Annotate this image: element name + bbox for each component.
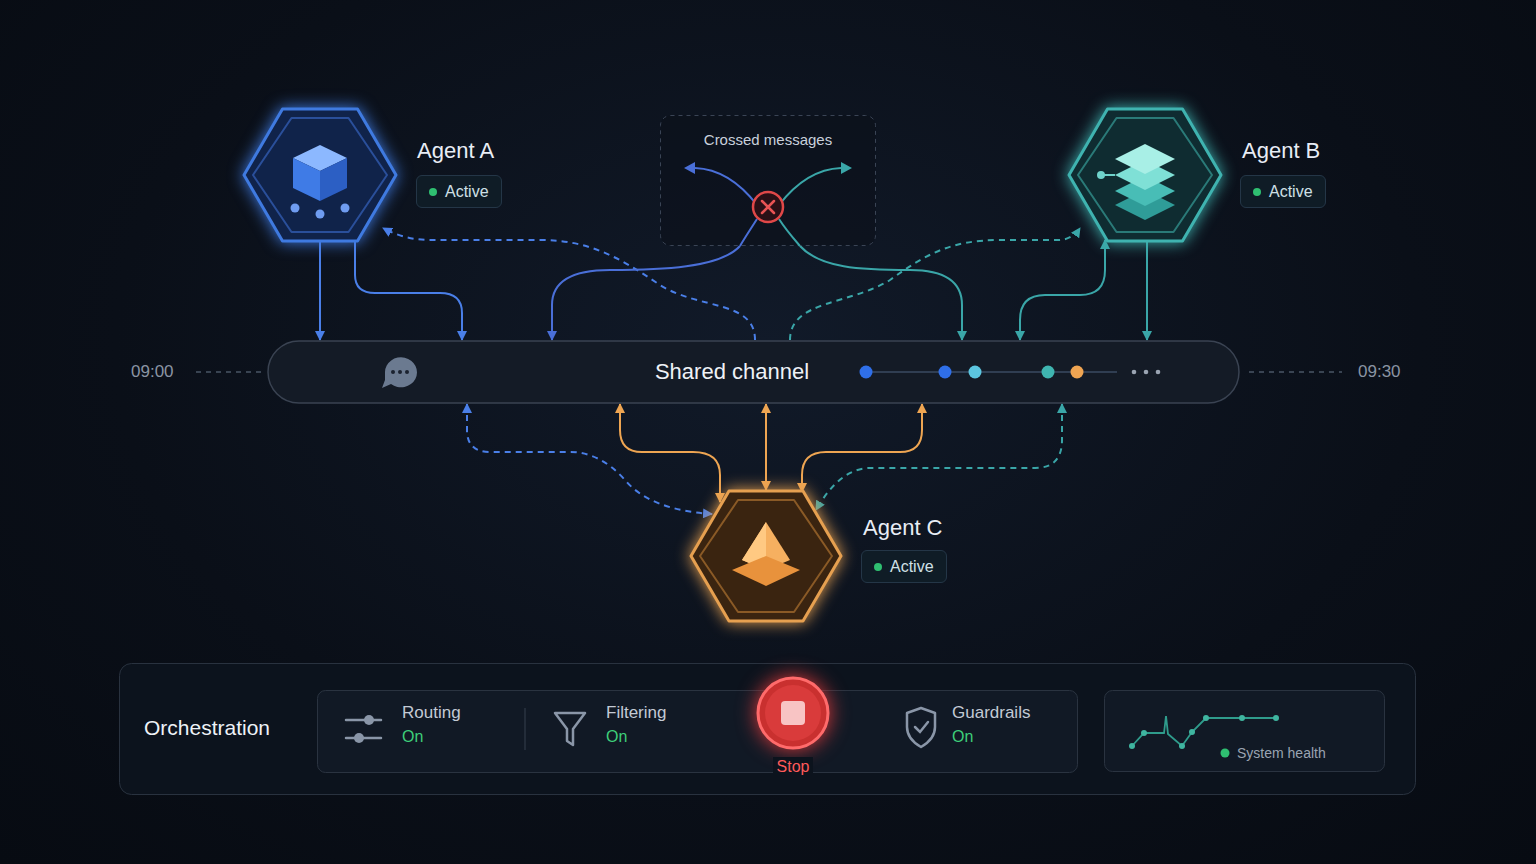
connector-arrow bbox=[1146, 242, 1148, 340]
timeline-dash bbox=[196, 371, 264, 373]
shared-channel-band: Shared channel bbox=[267, 340, 1240, 404]
status-text: Active bbox=[1240, 175, 1326, 208]
dashed-connector bbox=[467, 404, 712, 514]
agent-hexagon: Agent AActive bbox=[243, 108, 397, 242]
status-text: On bbox=[606, 727, 627, 746]
connector-arrow bbox=[355, 242, 462, 340]
connector-arrow bbox=[765, 404, 767, 490]
layers-icon bbox=[1097, 144, 1175, 220]
connector-arrow bbox=[800, 246, 962, 340]
status-text: On bbox=[952, 727, 973, 746]
node-label: Shared channel bbox=[655, 359, 809, 385]
filtering-control: FilteringOn bbox=[549, 703, 719, 753]
system-health-panel: System health bbox=[1104, 690, 1385, 772]
node-label: Stop bbox=[773, 757, 814, 776]
agent-hexagon: Agent BActive bbox=[1068, 108, 1222, 242]
stop-circle bbox=[756, 676, 830, 750]
node-label: Agent B bbox=[1242, 138, 1320, 164]
pyramid-icon bbox=[732, 522, 800, 586]
cube-icon bbox=[291, 145, 350, 219]
node-label: Crossed messages bbox=[704, 131, 832, 149]
status-text: On bbox=[402, 727, 423, 746]
connector-arrow bbox=[552, 246, 740, 340]
agent-hexagon: Agent CActive bbox=[690, 490, 842, 622]
guardrails-control: GuardrailsOn bbox=[904, 703, 1074, 753]
routing-control: RoutingOn bbox=[341, 703, 511, 753]
connector-arrow bbox=[802, 404, 922, 492]
node-label: Orchestration bbox=[144, 715, 270, 740]
node-label: Routing bbox=[402, 703, 461, 723]
connector-arrow bbox=[1020, 240, 1105, 340]
connector-arrow bbox=[319, 242, 321, 340]
hexagon-shape bbox=[243, 108, 397, 242]
node-label: Filtering bbox=[606, 703, 666, 723]
time-label: 09:30 bbox=[1358, 362, 1401, 382]
hexagon-shape bbox=[690, 490, 842, 622]
time-label: 09:00 bbox=[131, 362, 174, 382]
timeline-dash bbox=[1249, 371, 1342, 373]
node-label: Guardrails bbox=[952, 703, 1030, 723]
stop-button: Stop bbox=[756, 676, 830, 750]
status-text: Active bbox=[861, 550, 947, 583]
crossed-messages-box: Crossed messages bbox=[660, 115, 876, 246]
hexagon-shape bbox=[1068, 108, 1222, 242]
node-label: Agent C bbox=[863, 515, 943, 541]
status-text: Active bbox=[416, 175, 502, 208]
node-label: Agent A bbox=[417, 138, 494, 164]
node-label: System health bbox=[1237, 745, 1326, 762]
orchestration-panel: OrchestrationRoutingOnFilteringOnStopGua… bbox=[119, 663, 1416, 795]
connector-arrow bbox=[620, 404, 720, 502]
dashed-connector bbox=[816, 404, 1062, 510]
